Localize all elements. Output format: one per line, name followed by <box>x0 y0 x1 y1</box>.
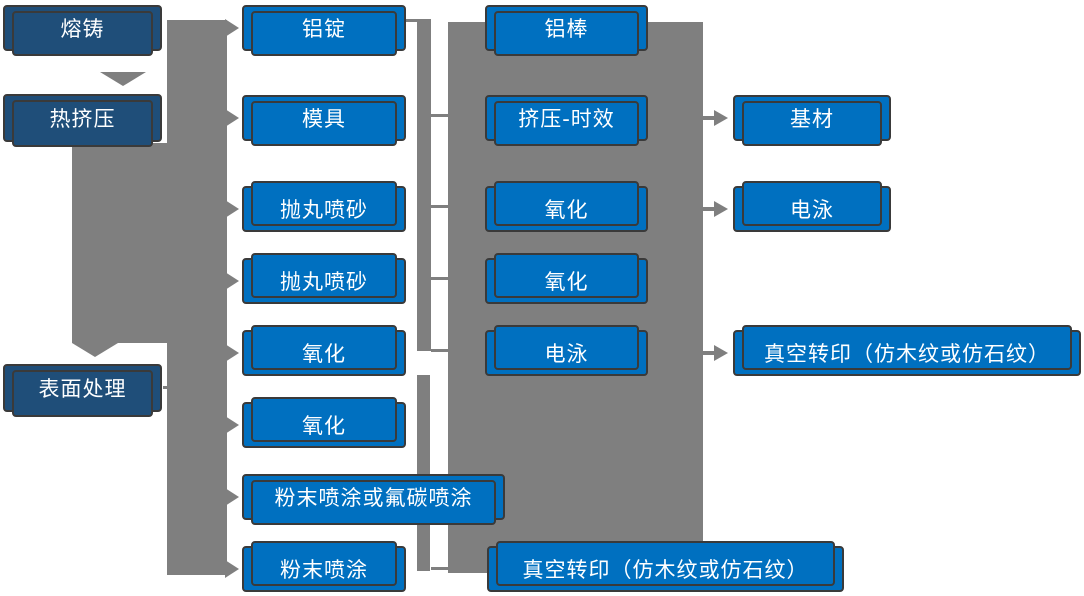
box-aluminum-ingot: 铝锭 <box>242 5 406 56</box>
box-electrophoresis-1: 电泳 <box>485 325 648 376</box>
right-arrowhead-row1-icon <box>225 19 239 37</box>
connector-mid-line-row8 <box>431 567 448 570</box>
connector-mid-line-row5 <box>431 349 448 352</box>
box-oxidation-3: 氧化 <box>485 181 648 232</box>
connector-mid-line-row2 <box>431 114 448 117</box>
box-mold: 模具 <box>242 95 406 146</box>
connector-mid-nub <box>406 19 418 22</box>
box-base-material: 基材 <box>733 95 891 146</box>
connector-mid-band-lower <box>417 375 430 571</box>
box-powder-or-fluorocarbon-coating: 粉末喷涂或氟碳喷涂 <box>242 474 505 525</box>
connector-mid-band-upper <box>417 19 431 351</box>
connector-stem-to-electrophoresis <box>703 207 714 211</box>
connector-col1-trunk <box>167 20 227 575</box>
box-powder-coating: 粉末喷涂 <box>242 541 406 592</box>
connector-mid-line-row3 <box>431 205 448 208</box>
box-oxidation-2: 氧化 <box>242 397 406 448</box>
right-arrowhead-row7-icon <box>225 488 239 506</box>
box-shot-blasting-1: 抛丸喷砂 <box>242 181 406 232</box>
right-arrowhead-to-electrophoresis-icon <box>714 201 728 217</box>
box-hot-extrusion: 热挤压 <box>3 94 162 147</box>
connector-mid-line-row4 <box>431 277 448 280</box>
right-arrowhead-row8-icon <box>225 560 239 578</box>
down-arrowhead-to-hot-extrusion-icon <box>100 72 146 86</box>
box-vacuum-transfer-1: 真空转印（仿木纹或仿石纹） <box>487 541 844 592</box>
right-arrowhead-row4-icon <box>225 272 239 290</box>
right-arrowhead-row5-icon <box>225 344 239 362</box>
box-electrophoresis-2: 电泳 <box>733 181 891 232</box>
right-arrowhead-row2-icon <box>225 109 239 127</box>
right-arrowhead-row6-icon <box>225 416 239 434</box>
box-vacuum-transfer-2: 真空转印（仿木纹或仿石纹） <box>733 325 1081 376</box>
box-oxidation-4: 氧化 <box>485 253 648 304</box>
connector-surface-treatment-line <box>163 386 179 389</box>
box-surface-treatment: 表面处理 <box>3 364 162 417</box>
right-arrowhead-to-vacuum-transfer-icon <box>714 345 728 361</box>
box-shot-blasting-2: 抛丸喷砂 <box>242 253 406 304</box>
box-aluminum-rod: 铝棒 <box>485 5 648 56</box>
right-arrowhead-row3-icon <box>225 200 239 218</box>
right-arrowhead-to-base-material-icon <box>714 110 728 126</box>
connector-stem-to-base-material <box>703 116 714 120</box>
box-melt-casting: 熔铸 <box>3 5 162 56</box>
connector-stem-to-vacuum-transfer <box>703 351 714 355</box>
box-extrusion-aging: 挤压-时效 <box>485 95 648 146</box>
box-oxidation-1: 氧化 <box>242 325 406 376</box>
down-arrowhead-to-surface-treatment-icon <box>72 343 118 357</box>
connector-col1-block <box>72 143 172 343</box>
